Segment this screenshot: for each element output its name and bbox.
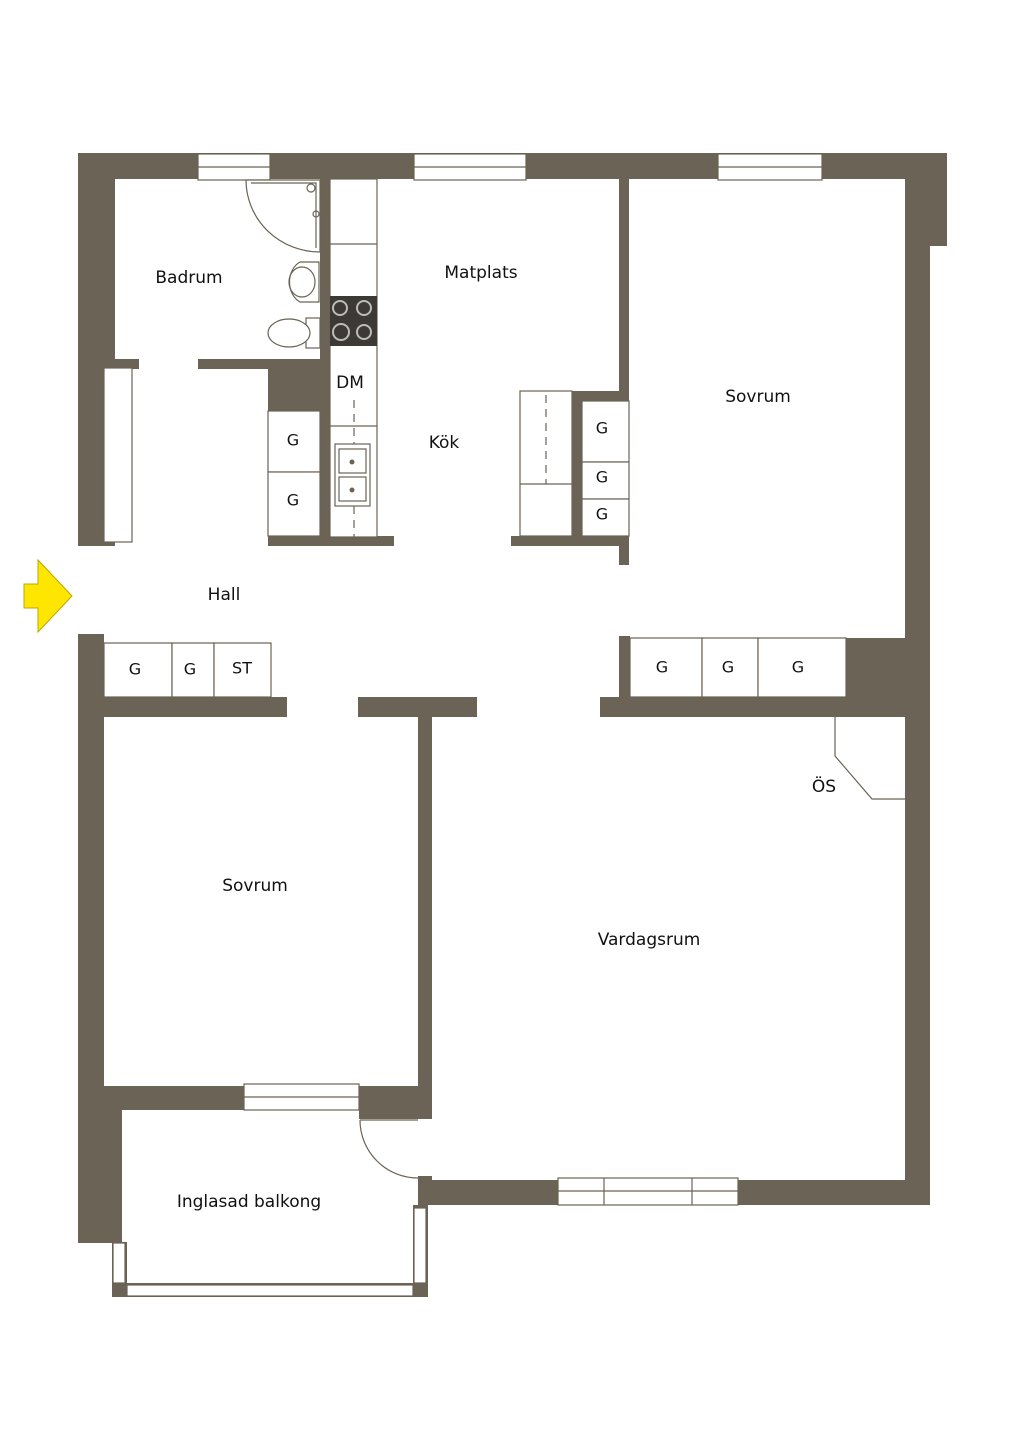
mark-g-kitchen-1: G [287, 431, 299, 450]
washbasin-icon [288, 261, 320, 303]
room-label-badrum: Badrum [155, 268, 222, 288]
mark-g-column-2: G [596, 468, 608, 487]
mark-g-bedroom-2: G [722, 658, 734, 677]
mark-os: ÖS [812, 775, 836, 797]
room-label-vardagsrum: Vardagsrum [598, 930, 701, 950]
mark-dm: DM [336, 373, 364, 393]
room-label-sovrum-2: Sovrum [222, 876, 288, 896]
bedroom-cabinets-column [581, 400, 630, 537]
kitchen-cabinets-left [267, 410, 321, 537]
bedroom-wardrobes [629, 637, 847, 698]
hall-cabinets [103, 642, 272, 698]
hall-shelf [103, 367, 133, 543]
interior-walls [104, 179, 930, 1186]
room-label-balkong: Inglasad balkong [177, 1192, 321, 1212]
windows [112, 153, 823, 1297]
room-label-kok: Kök [429, 433, 460, 453]
balcony-door [359, 1119, 419, 1179]
mark-g-hall-2: G [184, 660, 196, 679]
shower-icon [245, 179, 321, 253]
entrance-arrow-icon [23, 558, 73, 634]
toilet-icon [267, 317, 321, 349]
outer-walls [78, 153, 947, 1297]
kitchen-counter [329, 178, 378, 538]
mark-st-hall: ST [232, 659, 252, 678]
room-label-hall: Hall [208, 585, 241, 605]
tiled-stove-corner [834, 717, 905, 800]
kitchen-unit-right [519, 390, 573, 537]
mark-g-bedroom-1: G [656, 658, 668, 677]
room-label-sovrum-1: Sovrum [725, 387, 791, 407]
mark-g-column-3: G [596, 505, 608, 524]
room-label-matplats: Matplats [444, 263, 517, 283]
mark-g-kitchen-2: G [287, 491, 299, 510]
sink-icon [334, 443, 371, 507]
mark-g-hall-1: G [129, 660, 141, 679]
mark-g-bedroom-3: G [792, 658, 804, 677]
mark-g-column-1: G [596, 419, 608, 438]
